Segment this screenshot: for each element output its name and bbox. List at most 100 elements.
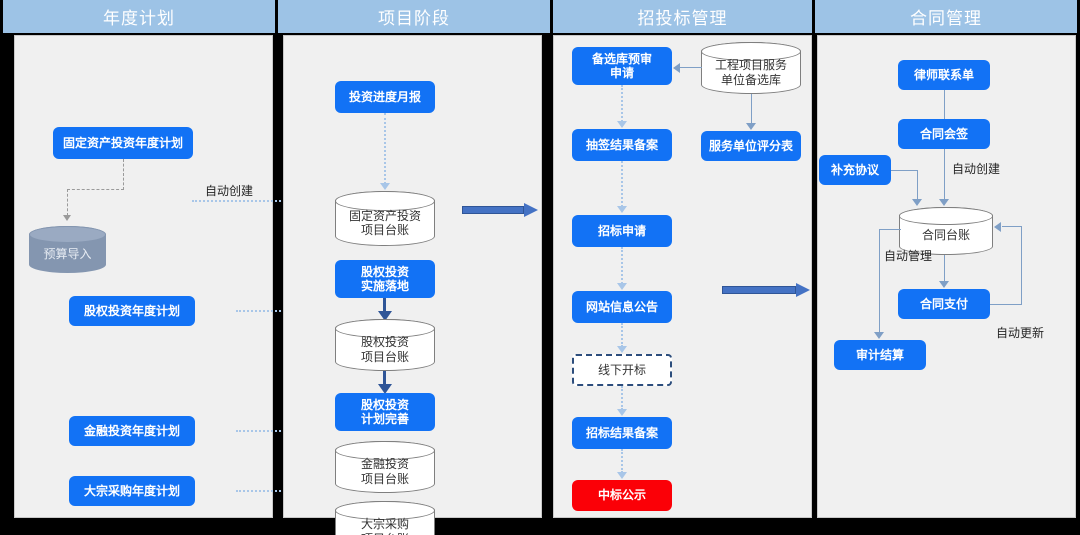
connector-result-filing-to-winner-notice [621, 449, 623, 473]
connector-ledger-to-audit-v [879, 229, 880, 333]
connector-supplementary-to-ledger-h [891, 170, 918, 171]
connector-equity-ledger-to-plan-improve [383, 371, 386, 385]
connector-ledger-to-audit-h [879, 229, 901, 230]
transition-arrow-stage-to-bidding [462, 203, 538, 217]
connector-library-to-scoring [751, 94, 752, 124]
datastore-equity-project-ledger: 股权投资 项目台账 [335, 319, 435, 371]
transition-arrow-bidding-to-contract [722, 283, 810, 297]
arrowhead-ledger-from-payment [994, 222, 1001, 232]
node-equity-plan-improvement[interactable]: 股权投资 计划完善 [335, 393, 435, 431]
node-contract-payment[interactable]: 合同支付 [898, 289, 990, 319]
node-offline-bid-opening[interactable]: 线下开标 [572, 354, 672, 386]
arrowhead-budget-import [63, 215, 71, 221]
arrow-shaft [722, 286, 796, 294]
connector-lawyer-to-countersign [944, 90, 945, 120]
node-fixed-asset-annual-plan[interactable]: 固定资产投资年度计划 [53, 127, 193, 159]
column-header-label: 合同管理 [910, 9, 982, 28]
connector-fixedasset-to-budget-h [67, 189, 124, 190]
column-header-annual-plan: 年度计划 [3, 0, 275, 33]
node-label: 补充协议 [830, 162, 879, 177]
connector-countersign-to-ledger [944, 149, 945, 200]
node-bid-application[interactable]: 招标申请 [572, 215, 672, 247]
arrowhead-ledger-from-countersign [939, 199, 949, 206]
node-label: 股权投资 计划完善 [360, 397, 409, 426]
connector-payment-to-ledger-h [990, 304, 1022, 305]
connector-monthly-to-fixedasset-ledger [384, 113, 386, 184]
arrowhead-equity-plan-improve [378, 384, 392, 394]
node-label: 固定资产投资年度计划 [62, 135, 183, 150]
connector-ledger-to-payment [944, 255, 945, 282]
node-label: 备选库预审 申请 [591, 51, 652, 80]
node-financial-annual-plan[interactable]: 金融投资年度计划 [69, 416, 195, 446]
panel-annual-plan: 固定资产投资年度计划 预算导入 股权投资年度计划 金融投资年度计划 大宗采购年度… [14, 35, 273, 518]
node-lawyer-contact-sheet[interactable]: 律师联系单 [898, 60, 990, 90]
connector-lottery-to-bid-application [621, 161, 623, 207]
arrowhead-bid-application [617, 206, 627, 213]
edge-label-auto-create-col1: 自动创建 [205, 184, 254, 198]
node-bulk-purchase-annual-plan[interactable]: 大宗采购年度计划 [69, 476, 195, 506]
node-label: 金融投资年度计划 [83, 423, 180, 438]
node-prequalification-application[interactable]: 备选库预审 申请 [572, 47, 672, 85]
edge-label-auto-create-col4: 自动创建 [952, 162, 1001, 176]
arrowhead-audit-settlement [874, 332, 884, 339]
connector-prequal-to-lottery [621, 85, 623, 122]
connector-payment-to-ledger-v [1021, 226, 1022, 305]
datastore-fixed-asset-project-ledger: 固定资产投资 项目台账 [335, 191, 435, 246]
node-service-unit-scoring-table[interactable]: 服务单位评分表 [701, 131, 801, 161]
edge-label-auto-update: 自动更新 [996, 326, 1045, 340]
node-label: 网站信息公告 [585, 299, 658, 314]
connector-fixedasset-to-ledger [192, 200, 332, 202]
connector-library-to-prequal [680, 67, 702, 68]
datastore-label: 工程项目服务 单位备选库 [714, 58, 787, 87]
node-label: 股权投资年度计划 [83, 303, 180, 318]
datastore-financial-project-ledger: 金融投资 项目台账 [335, 441, 435, 493]
datastore-label: 股权投资 项目台账 [360, 335, 409, 364]
node-website-info-announcement[interactable]: 网站信息公告 [572, 291, 672, 323]
connector-fixedasset-to-budget-v1 [123, 159, 124, 190]
connector-payment-to-ledger-h2 [1002, 226, 1022, 227]
datastore-label: 预算导入 [43, 246, 92, 261]
datastore-label: 合同台账 [921, 228, 970, 243]
datastore-contract-ledger: 合同台账 [899, 207, 993, 255]
connector-website-to-offline-opening [621, 323, 623, 347]
edge-label-auto-manage: 自动管理 [884, 249, 933, 263]
connector-bid-application-to-website-notice [621, 247, 623, 284]
arrowhead-winner-notice [617, 472, 627, 479]
arrowhead-website-notice [617, 283, 627, 290]
arrowhead-ledger-from-supplementary [912, 199, 922, 206]
node-winning-bid-announcement[interactable]: 中标公示 [572, 480, 672, 511]
node-audit-settlement[interactable]: 审计结算 [834, 340, 926, 370]
node-label: 大宗采购年度计划 [83, 483, 180, 498]
node-lottery-result-filing[interactable]: 抽签结果备案 [572, 129, 672, 161]
node-contract-countersign[interactable]: 合同会签 [898, 119, 990, 149]
column-header-label: 年度计划 [103, 9, 175, 28]
arrow-head [796, 283, 810, 297]
datastore-label: 固定资产投资 项目台账 [348, 208, 421, 237]
arrowhead-payment [939, 281, 949, 288]
node-label: 抽签结果备案 [585, 137, 658, 152]
column-header-contract-management: 合同管理 [815, 0, 1077, 33]
column-header-bidding-management: 招投标管理 [553, 0, 812, 33]
node-label: 股权投资 实施落地 [360, 264, 409, 293]
node-label: 招标结果备案 [585, 425, 658, 440]
arrowhead-lottery [617, 121, 627, 128]
arrow-shaft [462, 206, 524, 214]
arrowhead-scoring-table [746, 123, 756, 130]
node-equity-investment-implementation[interactable]: 股权投资 实施落地 [335, 260, 435, 298]
node-supplementary-agreement[interactable]: 补充协议 [819, 155, 891, 185]
node-equity-annual-plan[interactable]: 股权投资年度计划 [69, 296, 195, 326]
panel-bidding-management: 备选库预审 申请 抽签结果备案 招标申请 网站信息公告 线下开标 [553, 35, 812, 518]
arrowhead-result-filing [617, 409, 627, 416]
connector-offline-to-result-filing [621, 386, 623, 410]
node-label: 服务单位评分表 [708, 138, 793, 153]
node-investment-progress-monthly-report[interactable]: 投资进度月报 [335, 81, 435, 113]
node-label: 合同会签 [919, 126, 968, 141]
datastore-budget-import: 预算导入 [29, 226, 106, 273]
node-bid-result-filing[interactable]: 招标结果备案 [572, 417, 672, 449]
node-label: 合同支付 [919, 296, 968, 311]
arrowhead-offline-opening [617, 346, 627, 353]
node-label: 投资进度月报 [348, 89, 421, 104]
connector-implementation-to-equity-ledger [383, 298, 386, 312]
node-label: 中标公示 [597, 488, 646, 503]
